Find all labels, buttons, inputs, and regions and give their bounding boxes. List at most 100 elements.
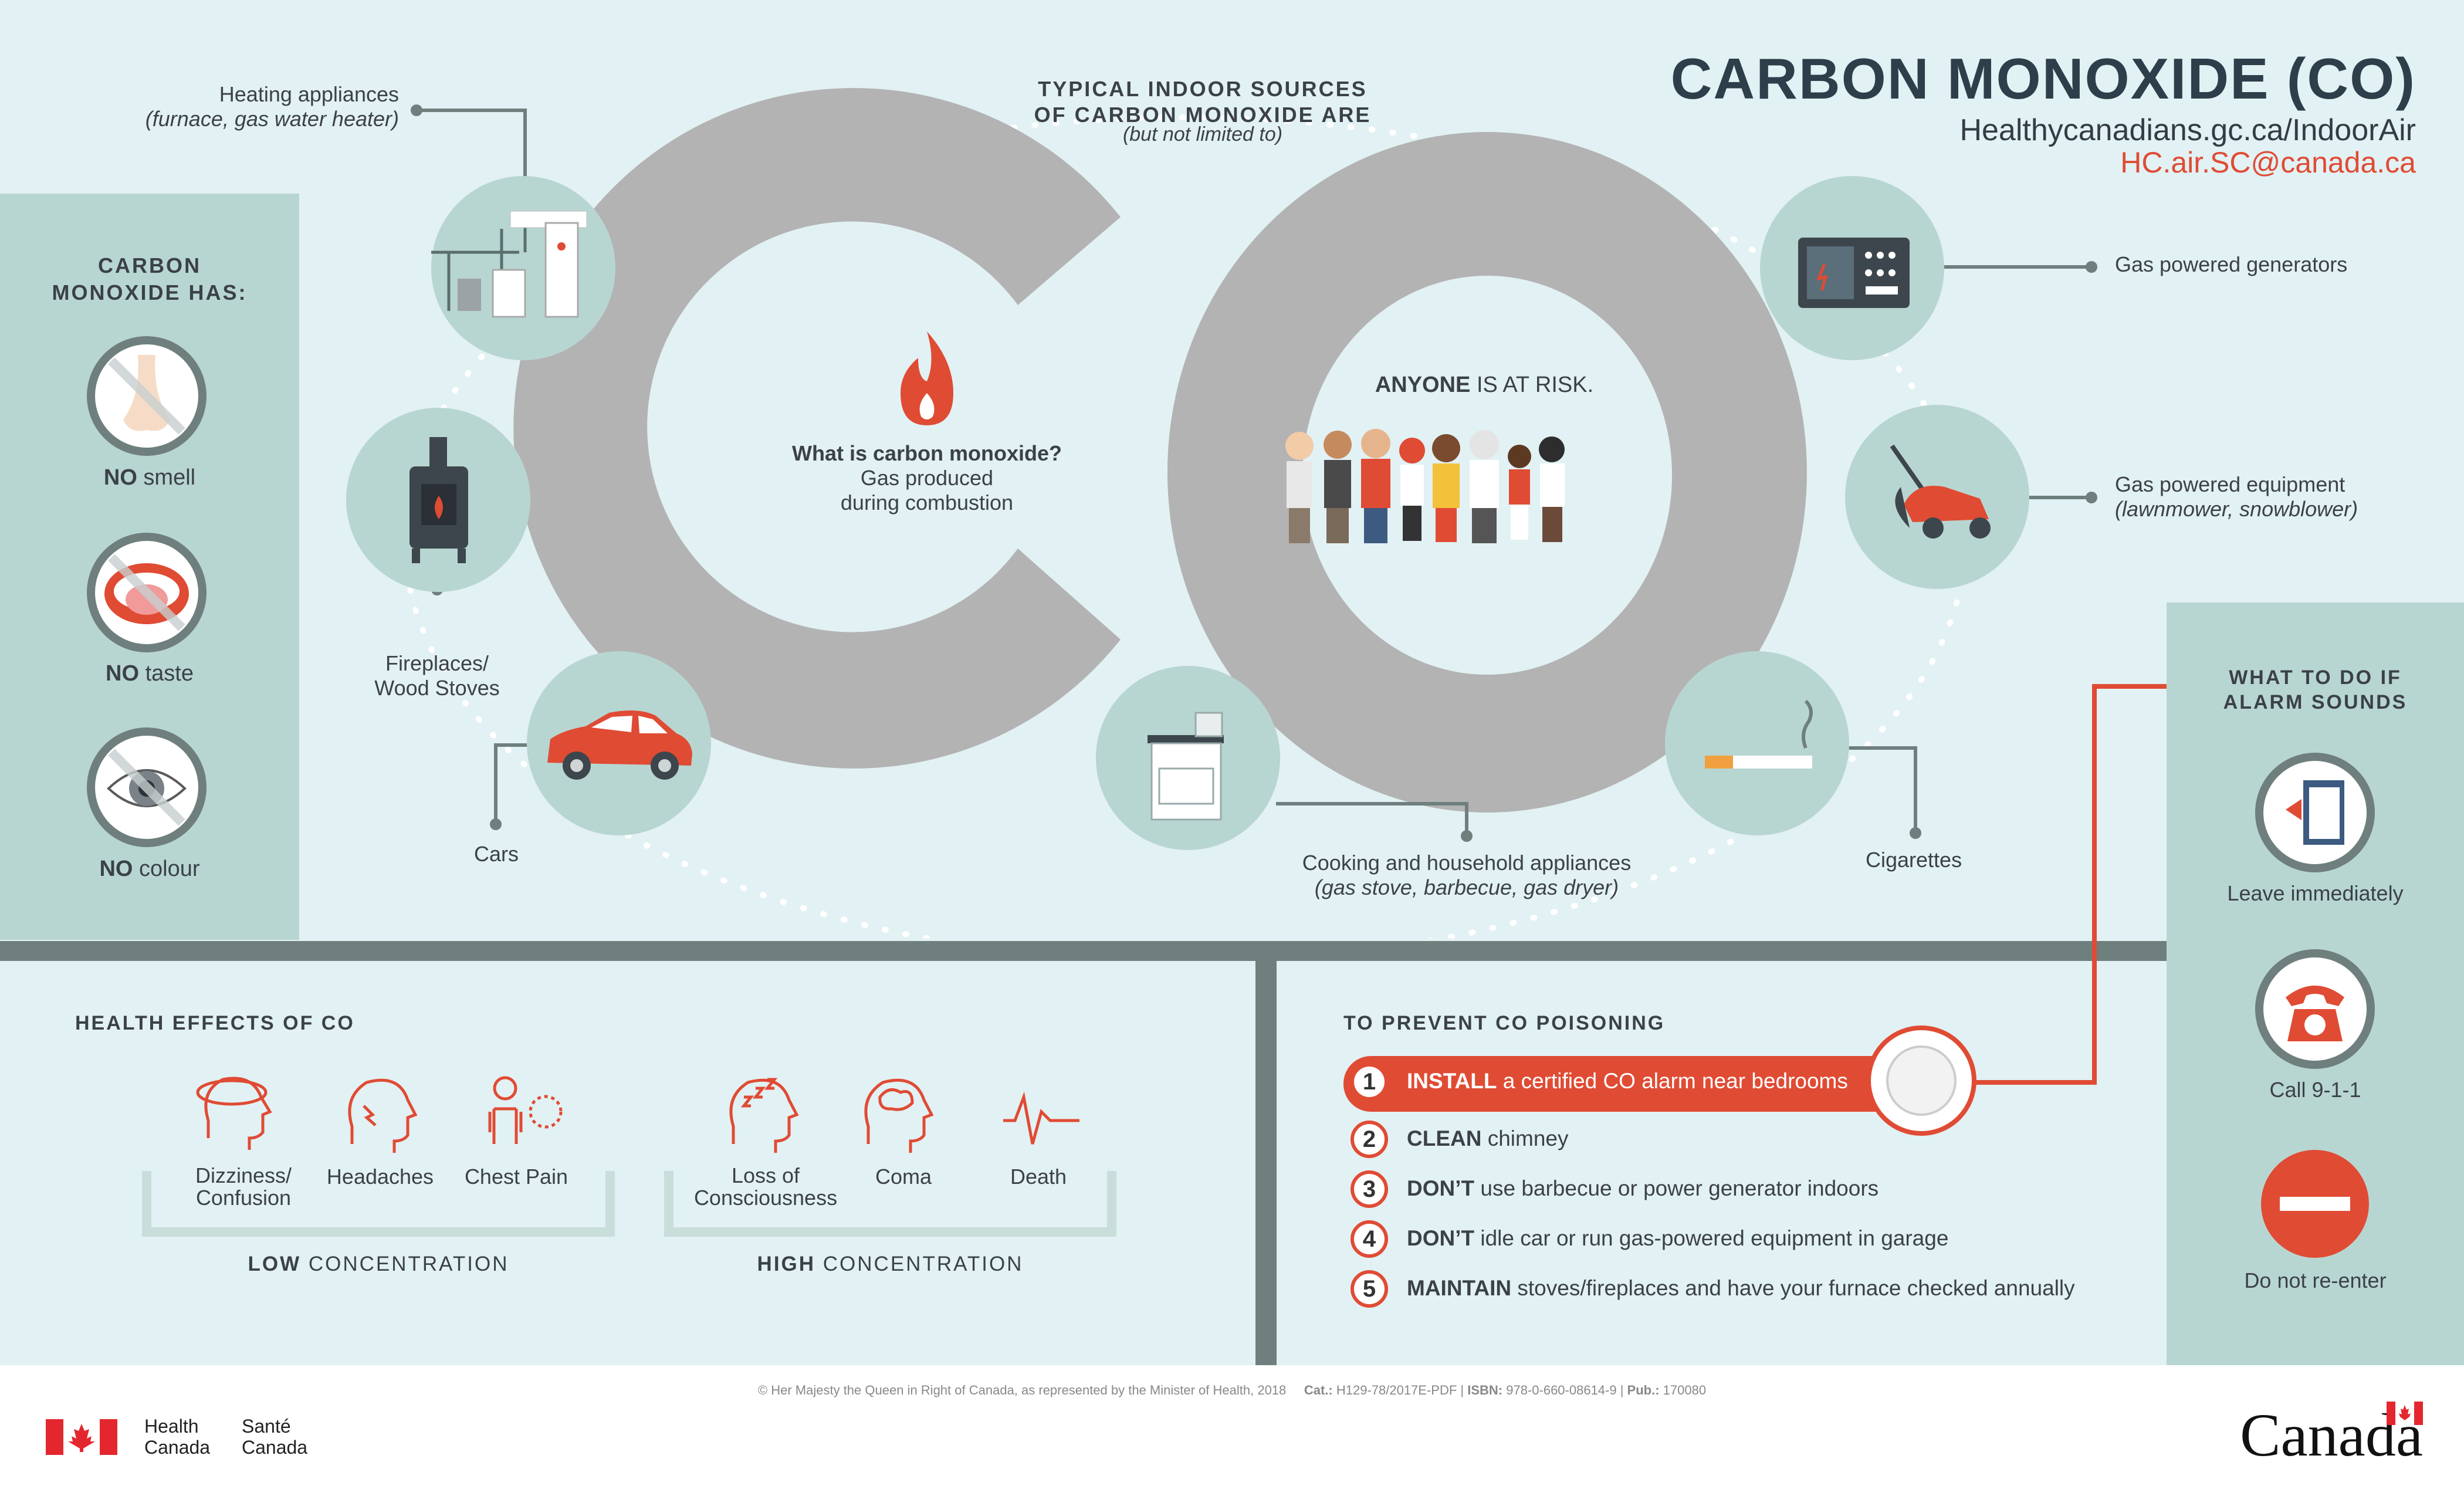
- no-colour-label: NO colour: [0, 857, 299, 882]
- dizziness-label: Dizziness/ Confusion: [185, 1165, 302, 1209]
- sources-heading: TYPICAL INDOOR SOURCES OF CARBON MONOXID…: [997, 76, 1408, 128]
- no-smell-strong: NO: [103, 465, 137, 490]
- eye-icon: [87, 727, 207, 847]
- alarm-arrow: [1924, 684, 2182, 1085]
- what-is-co-answer-1: Gas produced: [860, 466, 994, 490]
- step-2-text: CLEAN chimney: [1407, 1126, 1569, 1151]
- email-link[interactable]: HC.air.SC@canada.ca: [2120, 146, 2416, 179]
- low-concentration-label: LOW CONCENTRATION: [147, 1253, 610, 1276]
- headaches-label: Headaches: [326, 1165, 434, 1189]
- cooking-label: Cooking and household appliances (gas st…: [1250, 851, 1684, 900]
- fireplace-label: Fireplaces/ Wood Stoves: [329, 651, 546, 700]
- heartbeat-icon: [1003, 1091, 1079, 1145]
- alarm-heading-line2: ALARM SOUNDS: [2223, 691, 2408, 713]
- loss-line2: Consciousness: [693, 1186, 838, 1210]
- wordmark-flag-icon: [2387, 1402, 2423, 1425]
- brain-head-icon: [864, 1078, 934, 1153]
- equipment-label: Gas powered equipment (lawnmower, snowbl…: [2115, 472, 2358, 522]
- install-highlight: [1343, 1056, 1930, 1112]
- sources-heading-line2: OF CARBON MONOXIDE ARE: [1034, 103, 1372, 127]
- what-is-co: What is carbon monoxide? Gas produced du…: [780, 441, 1074, 515]
- health-canada-en-2: Canada: [144, 1437, 211, 1458]
- cars-connector: [494, 743, 531, 824]
- dizziness-line1: Dizziness/: [195, 1163, 292, 1187]
- coma-label: Coma: [875, 1165, 932, 1189]
- step-number-5: 5: [1351, 1270, 1388, 1308]
- no-taste-label: NO taste: [0, 661, 299, 686]
- no-taste-strong: NO: [106, 661, 140, 686]
- step-number-4: 4: [1351, 1220, 1388, 1258]
- mouth-icon: [87, 533, 207, 652]
- fireplace-label-line2: Wood Stoves: [374, 676, 500, 700]
- anyone-rest: IS AT RISK.: [1470, 373, 1594, 397]
- low-strong: LOW: [248, 1253, 302, 1275]
- fireplace-label-line1: Fireplaces/: [385, 651, 489, 675]
- step-5-rest: stoves/fireplaces and have your furnace …: [1511, 1276, 2075, 1300]
- health-icons: [142, 1076, 1116, 1237]
- car-icon: [527, 651, 711, 835]
- alarm-heading: WHAT TO DO IF ALARM SOUNDS: [2167, 665, 2464, 715]
- anyone-strong: ANYONE: [1375, 373, 1471, 397]
- letter-o: [1167, 132, 1807, 813]
- canada-flag-icon: [46, 1419, 117, 1455]
- loss-of-consciousness-label: Loss of Consciousness: [681, 1165, 851, 1209]
- footer: © Her Majesty the Queen in Right of Cana…: [0, 1365, 2464, 1496]
- health-canada-en-1: Health: [144, 1416, 199, 1437]
- equipment-label-note: (lawnmower, snowblower): [2115, 497, 2358, 521]
- high-rest: CONCENTRATION: [815, 1253, 1024, 1275]
- no-entry-icon: [2261, 1150, 2369, 1258]
- website-link[interactable]: Healthycanadians.gc.ca/IndoorAir: [1959, 113, 2416, 147]
- heating-label: Heating appliances (furnace, gas water h…: [145, 82, 399, 131]
- isbn-label: ISBN:: [1467, 1383, 1503, 1397]
- cigarette-icon: [1665, 651, 1849, 835]
- vertical-divider: [1255, 941, 1277, 1365]
- exit-door-icon: [2255, 753, 2375, 872]
- panel-heading-line1: CARBON: [98, 253, 201, 277]
- no-taste-text: taste: [139, 661, 194, 686]
- health-canada-en: Health Canada: [144, 1416, 210, 1458]
- panel-heading: CARBON MONOXIDE HAS:: [0, 252, 299, 306]
- step-3-strong: DON’T: [1407, 1176, 1475, 1200]
- no-smell-text: smell: [137, 465, 196, 490]
- pub-label: Pub.:: [1627, 1383, 1660, 1397]
- step-2-strong: CLEAN: [1407, 1126, 1482, 1150]
- anyone-at-risk: ANYONE IS AT RISK.: [1308, 373, 1660, 398]
- no-smell-label: NO smell: [0, 465, 299, 490]
- alarm-graphic: [1343, 684, 2182, 1136]
- dizziness-line2: Confusion: [195, 1186, 292, 1210]
- leave-immediately-label: Leave immediately: [2227, 881, 2404, 905]
- step-5-text: MAINTAIN stoves/fireplaces and have your…: [1407, 1276, 2075, 1301]
- what-is-co-answer-2: during combustion: [840, 490, 1014, 515]
- call-911-label: Call 9-1-1: [2269, 1078, 2361, 1102]
- publication-info: © Her Majesty the Queen in Right of Cana…: [0, 1383, 2464, 1398]
- step-1-text: INSTALL a certified CO alarm near bedroo…: [1407, 1069, 1848, 1094]
- copyright: © Her Majesty the Queen in Right of Cana…: [757, 1383, 1287, 1397]
- telephone-icon: [2255, 949, 2375, 1069]
- no-smell-taste-colour-panel: CARBON MONOXIDE HAS: NO smell NO taste: [0, 194, 299, 940]
- low-rest: CONCENTRATION: [301, 1253, 509, 1275]
- step-3-rest: use barbecue or power generator indoors: [1474, 1176, 1879, 1200]
- generator-icon: [1760, 176, 1944, 360]
- cooking-connector: [1276, 802, 1468, 836]
- cat-value: H129-78/2017E-PDF |: [1332, 1383, 1468, 1397]
- sources-heading-line1: TYPICAL INDOOR SOURCES: [1038, 77, 1368, 101]
- step-4-text: DON’T idle car or run gas-powered equipm…: [1407, 1226, 1948, 1251]
- what-is-co-question: What is carbon monoxide?: [791, 441, 1062, 465]
- headache-icon: [348, 1078, 418, 1153]
- equipment-label-text: Gas powered equipment: [2115, 472, 2345, 496]
- high-concentration-bracket: [664, 1171, 1116, 1237]
- no-colour-text: colour: [133, 857, 200, 881]
- loss-line1: Loss of: [731, 1163, 800, 1187]
- sleep-head-icon: [729, 1078, 799, 1153]
- stove-icon: [1096, 666, 1280, 850]
- step-4-strong: DON’T: [1407, 1226, 1475, 1250]
- step-2-rest: chimney: [1481, 1126, 1569, 1150]
- sante-canada-fr-1: Santé: [242, 1416, 291, 1437]
- flame-icon: [901, 331, 953, 425]
- cooking-label-text: Cooking and household appliances: [1302, 851, 1632, 875]
- cigarettes-label: Cigarettes: [1866, 848, 1962, 872]
- chest-pain-icon: [488, 1107, 523, 1144]
- death-label: Death: [1010, 1165, 1067, 1189]
- no-colour-strong: NO: [99, 857, 133, 881]
